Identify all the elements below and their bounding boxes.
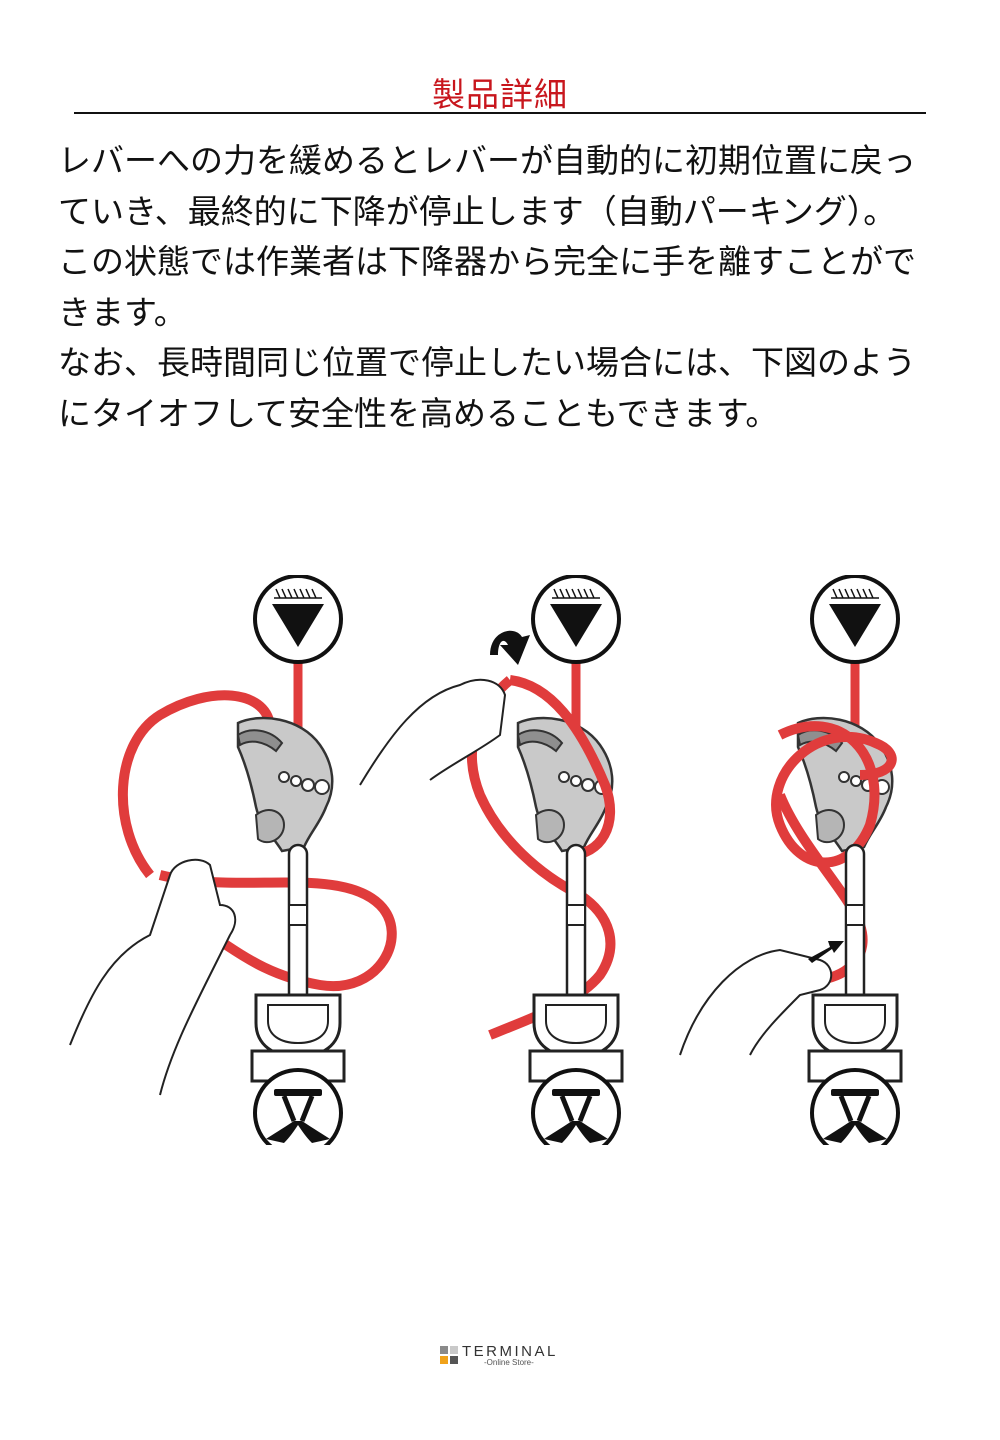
- brand-subtitle: -Online Store-: [484, 1358, 534, 1367]
- tie-off-illustration: [69, 575, 903, 1145]
- pull-arrow-icon: [808, 941, 844, 963]
- panel-3: [679, 575, 903, 1145]
- description-text: レバーへの力を緩めるとレバーが自動的に初期位置に戻っ ていき、最終的に下降が停止…: [58, 136, 948, 439]
- paragraph-line: にタイオフして安全性を高めることもできます。: [58, 393, 779, 433]
- logo-mark-icon: [440, 1346, 458, 1364]
- paragraph-line: ていき、最終的に下降が停止します（自動パーキング）。: [58, 191, 897, 231]
- paragraph-line: レバーへの力を緩めるとレバーが自動的に初期位置に戻っ: [58, 141, 916, 180]
- paragraph-line: きます。: [58, 292, 187, 332]
- panel-2: [359, 575, 624, 1145]
- harness-icon: [255, 1070, 341, 1145]
- page-title: 製品詳細: [432, 75, 568, 114]
- rotate-arrow-icon: [490, 630, 530, 665]
- brand-name: TERMINAL: [462, 1343, 558, 1360]
- paragraph-line: なお、長時間同じ位置で停止したい場合には、下図のよう: [58, 343, 916, 382]
- title-divider: [74, 112, 926, 114]
- paragraph-line: この状態では作業者は下降器から完全に手を離すことがで: [58, 242, 916, 281]
- anchor-triangle-icon: [253, 575, 343, 664]
- brand-logo: TERMINAL -Online Store-: [440, 1343, 570, 1373]
- panel-1: [69, 575, 397, 1145]
